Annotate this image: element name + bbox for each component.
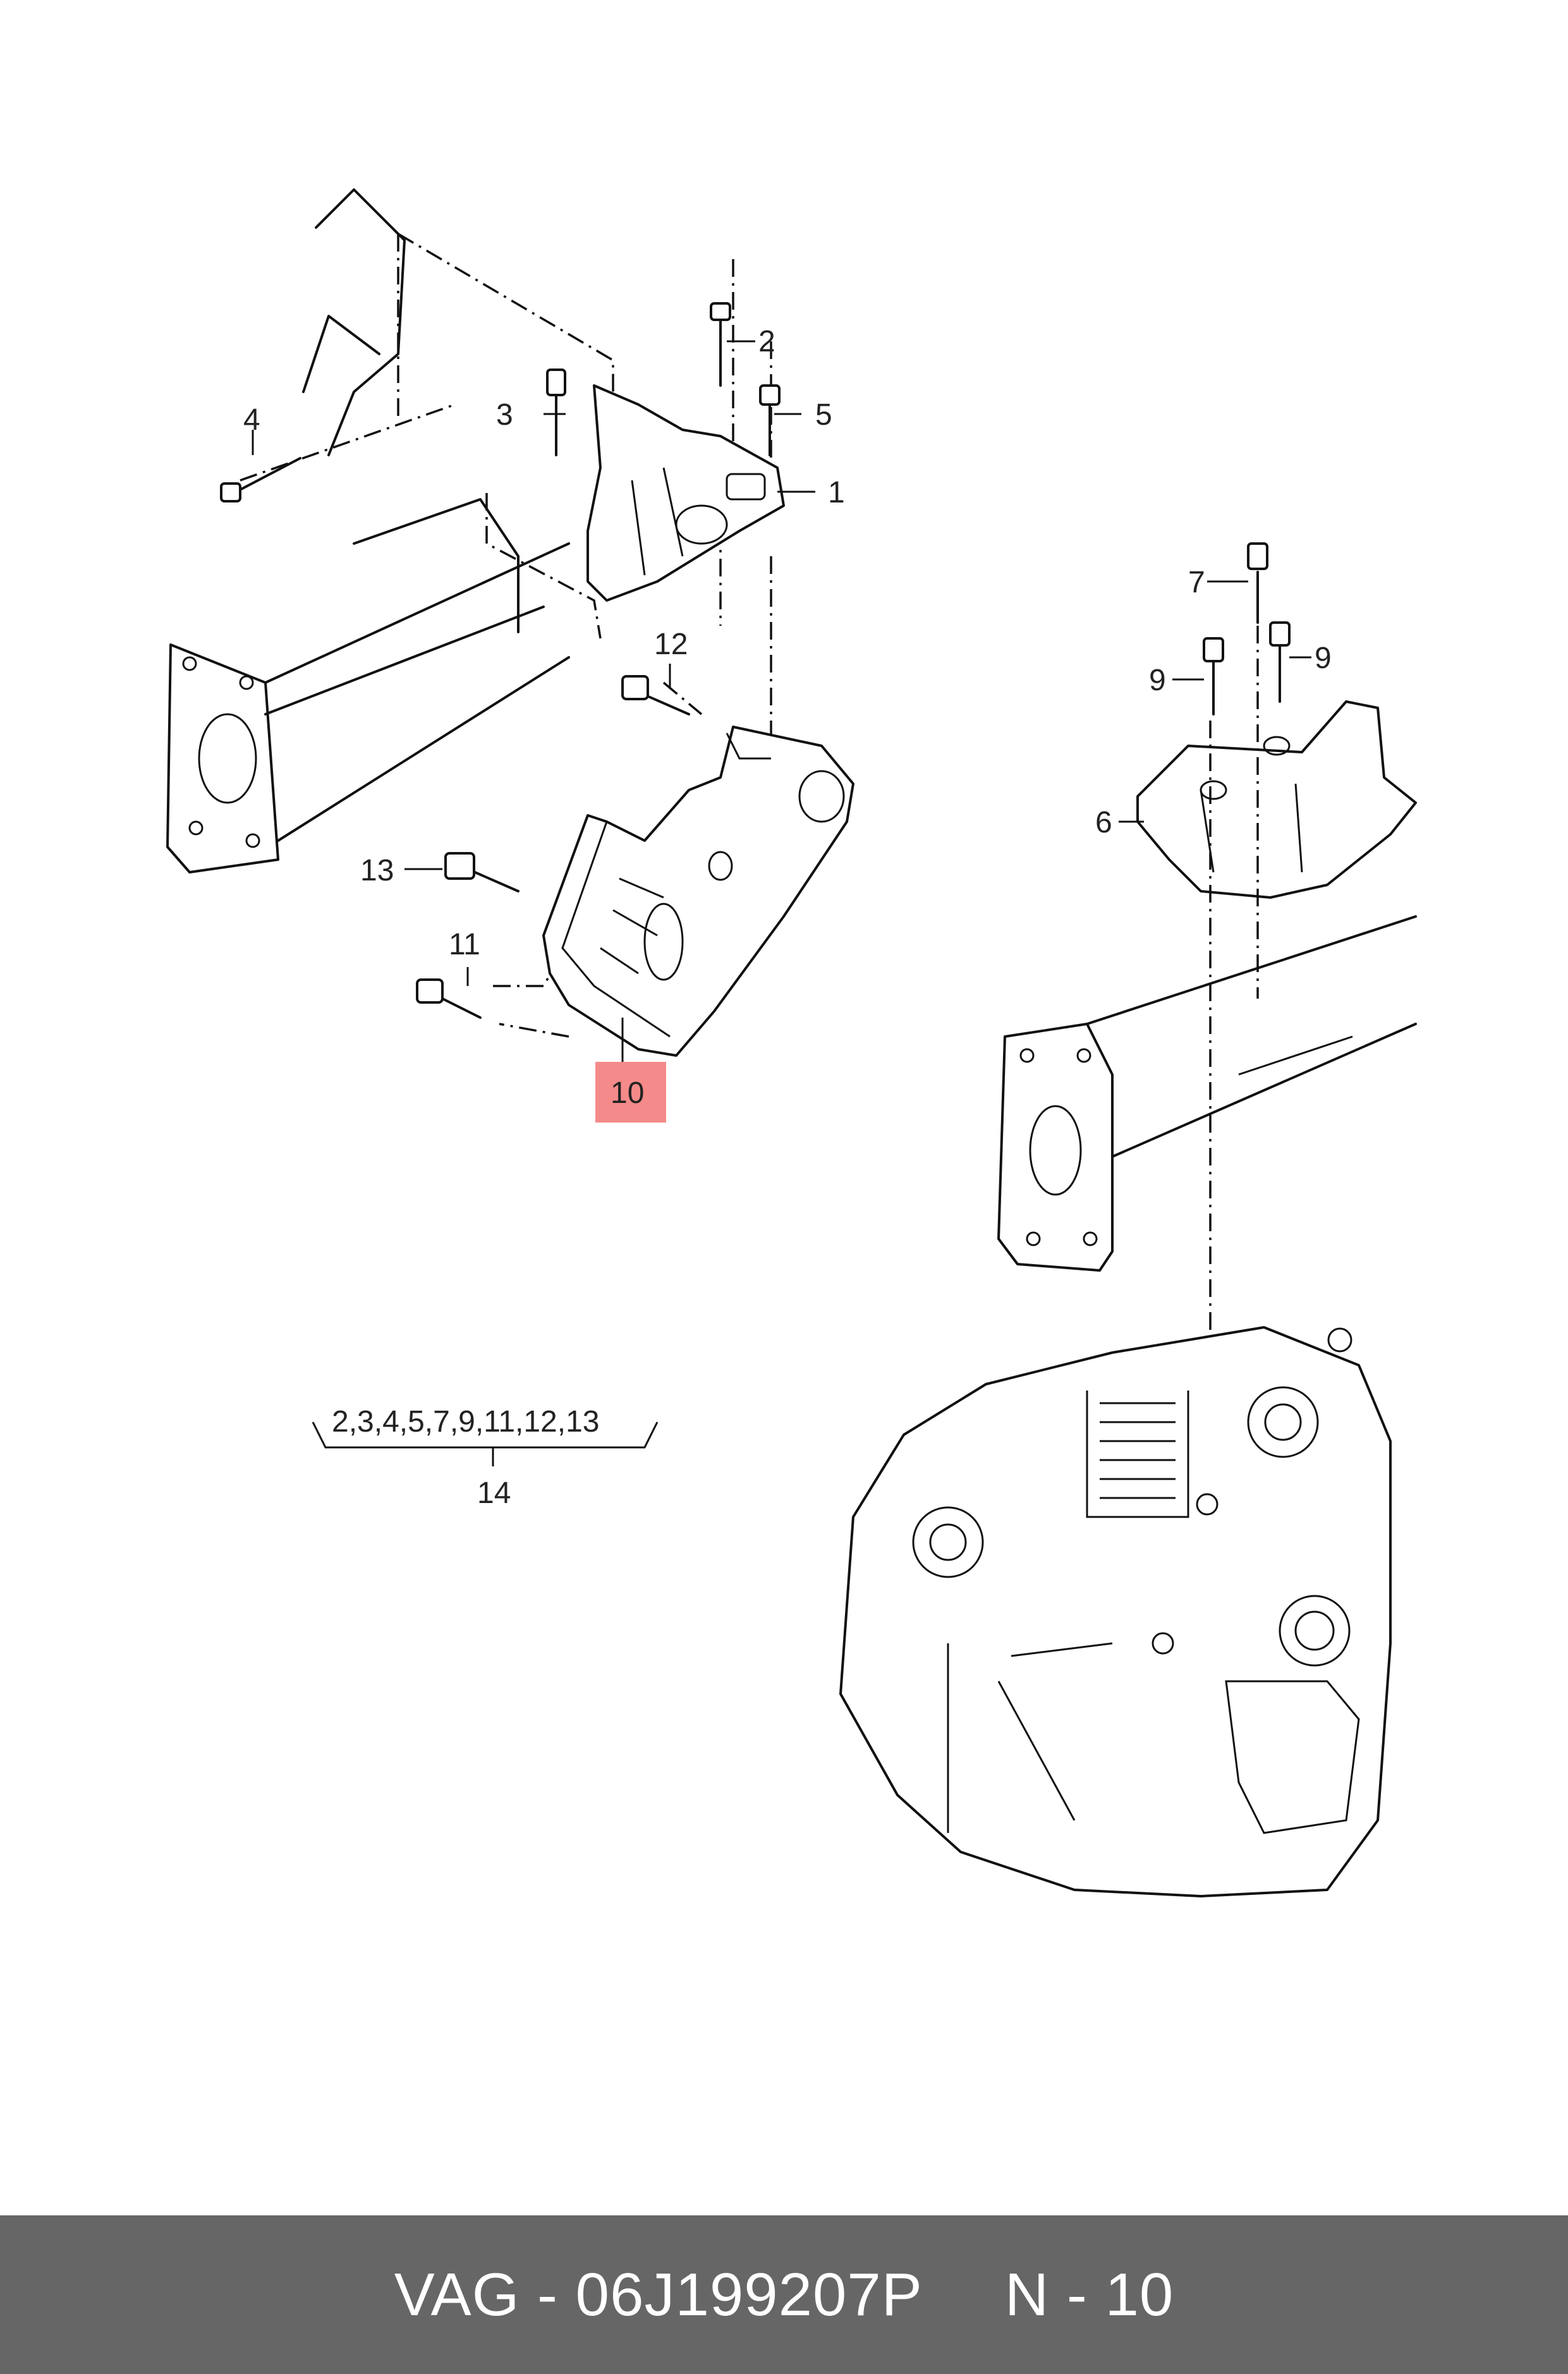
callout-3: 3 xyxy=(496,398,513,432)
footer-bar: VAG - 06J199207P N - 10 xyxy=(0,2215,1568,2374)
group-label: 2,3,4,5,7,9,11,12,13 xyxy=(332,1405,599,1439)
footer-separator: - xyxy=(520,2260,576,2328)
exploded-parts-diagram: 1 2 3 4 5 6 7 9 9 10 11 12 13 2,3,4,5,7,… xyxy=(166,188,1417,1897)
footer-part-number: 06J199207P xyxy=(575,2260,923,2328)
callout-5: 5 xyxy=(815,398,832,432)
footer-ref: N - 10 xyxy=(1004,2260,1174,2328)
transmission-housing xyxy=(839,1326,1392,1897)
engine-mount-part-1 xyxy=(586,384,785,602)
callout-1: 1 xyxy=(828,476,845,509)
callout-11: 11 xyxy=(449,928,480,961)
footer-brand: VAG xyxy=(394,2260,520,2328)
gearbox-mount-part-10 xyxy=(542,726,854,1057)
right-guide-lines xyxy=(1209,626,1259,1504)
callout-12: 12 xyxy=(654,628,688,661)
callout-10: 10 xyxy=(611,1076,644,1110)
callout-labels: 1 2 3 4 5 6 7 9 9 10 11 12 13 2,3,4,5,7,… xyxy=(243,325,1332,1510)
callout-14: 14 xyxy=(477,1476,511,1510)
callout-9a: 9 xyxy=(1149,664,1166,697)
left-guide-lines xyxy=(240,233,772,1038)
callout-4: 4 xyxy=(243,403,260,437)
left-frame-rail xyxy=(166,188,570,874)
callout-9b: 9 xyxy=(1315,642,1332,675)
callout-2: 2 xyxy=(758,325,775,358)
callout-7: 7 xyxy=(1188,566,1205,599)
bolts-left xyxy=(220,302,781,1019)
callout-13: 13 xyxy=(360,854,394,887)
callout-6: 6 xyxy=(1095,806,1112,839)
right-frame-rail xyxy=(997,915,1417,1272)
callout-leaders xyxy=(252,340,1311,1466)
highlight-box xyxy=(595,1062,666,1123)
transmission-mount-part-6 xyxy=(1136,542,1417,899)
